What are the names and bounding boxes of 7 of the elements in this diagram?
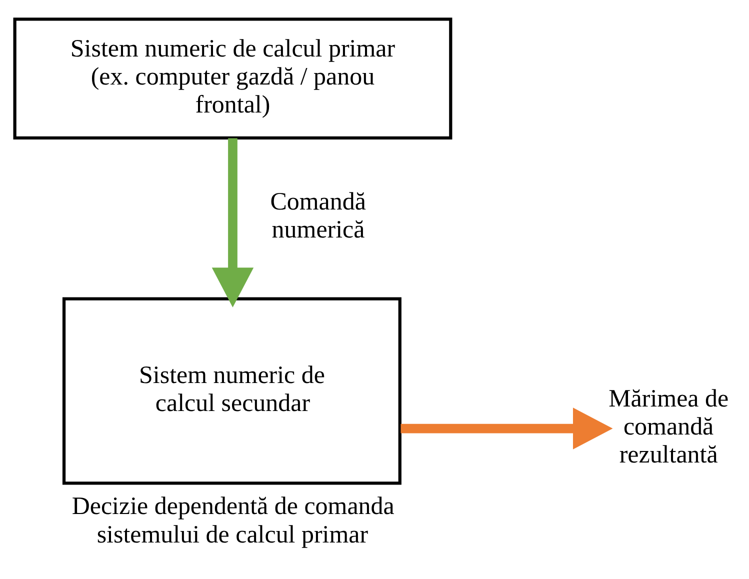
- node-box: Sistem numeric de calcul primar (ex. computer gazdă / panou frontal): [13, 18, 452, 140]
- node-box: Sistem numeric de calcul secundar: [62, 297, 402, 485]
- arrow: [212, 138, 254, 308]
- arrow: [400, 408, 613, 450]
- node-label: Decizie dependentă de comanda sistemului de calcul primar: [72, 493, 394, 548]
- node-text: Mărimea de comandă rezultantă: [608, 385, 729, 469]
- edge-label: Comandă numerică: [270, 188, 366, 244]
